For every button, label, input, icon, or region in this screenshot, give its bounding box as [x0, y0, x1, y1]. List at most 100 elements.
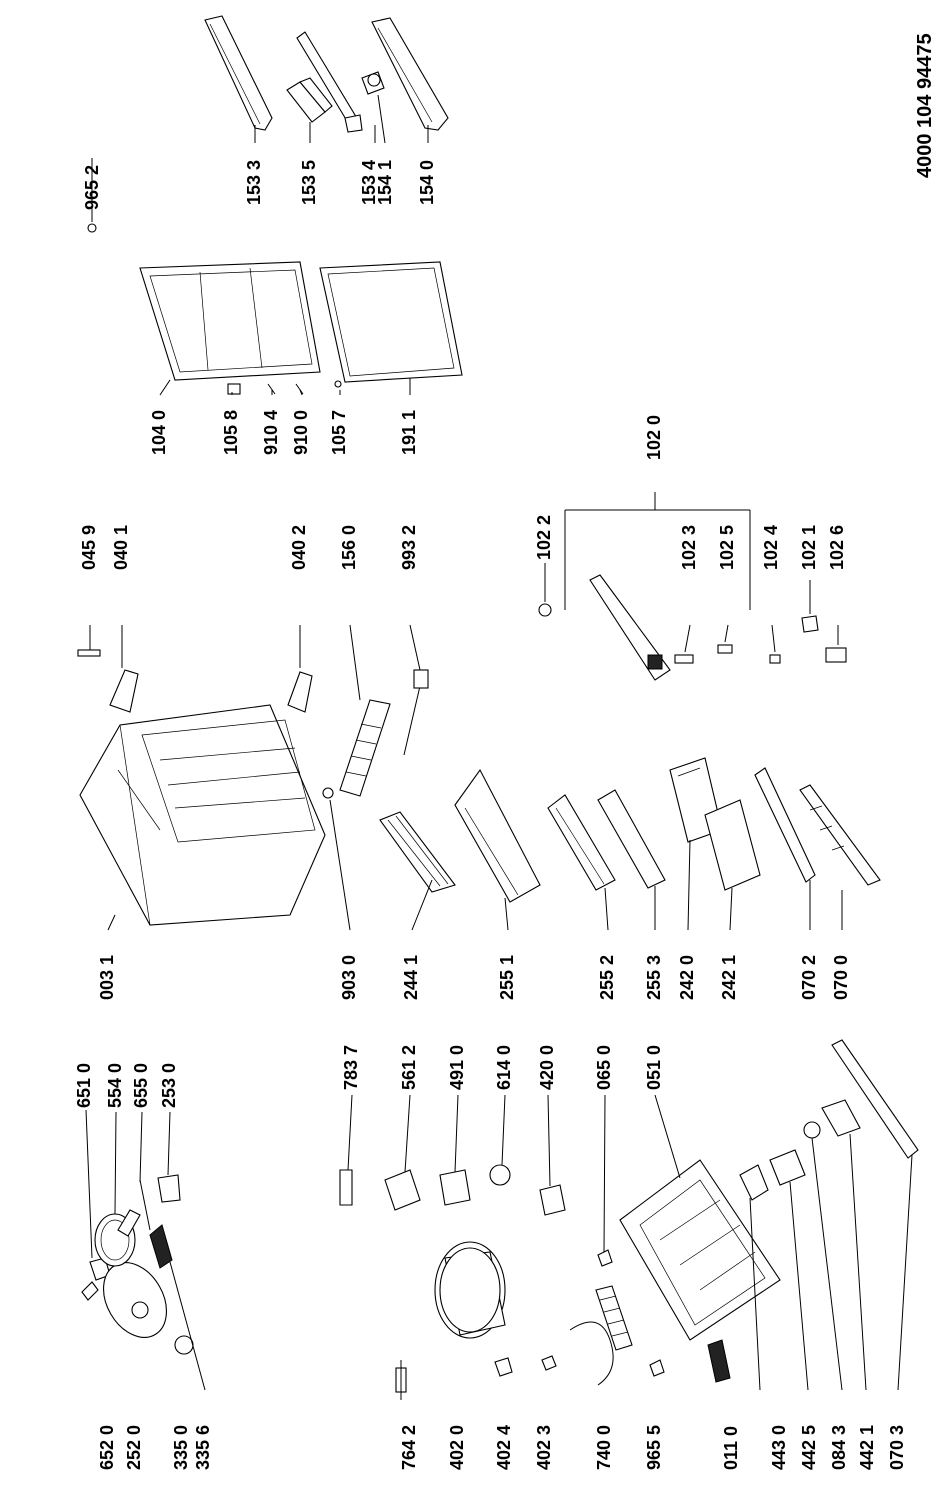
- label-154-1: 154 1: [375, 159, 395, 205]
- knob-1022: [538, 603, 552, 617]
- pin-0459: [77, 649, 101, 657]
- label-045-9: 045 9: [79, 524, 99, 570]
- label-242-0: 242 0: [677, 954, 697, 1000]
- cover-0702: [754, 767, 816, 883]
- label-252-0: 252 0: [124, 1424, 144, 1470]
- label-965-2: 965 2: [82, 164, 102, 210]
- part-1021: [801, 615, 819, 633]
- label-442-1: 442 1: [857, 1424, 877, 1470]
- label-402-3: 402 3: [534, 1424, 554, 1470]
- housing-bracket-1020: [564, 492, 751, 610]
- fan-blade-4430: [739, 1164, 769, 1201]
- spring-3356: [149, 1224, 173, 1269]
- grommet-4023: [541, 1355, 557, 1371]
- overload-4910: [439, 1169, 471, 1206]
- leader-lines: [85, 94, 913, 1391]
- part-1024: [769, 654, 781, 664]
- screw-9652: [87, 223, 97, 233]
- label-102-1: 102 1: [799, 524, 819, 570]
- part-1026: [825, 647, 847, 663]
- compressor-4020: [434, 1241, 506, 1339]
- ice-tray-1560: [339, 699, 391, 797]
- label-255-2: 255 2: [597, 954, 617, 1000]
- door-gasket-1911: [319, 261, 463, 383]
- label-065-0: 065 0: [594, 1044, 614, 1090]
- label-965-5: 965 5: [644, 1424, 664, 1470]
- label-153-3: 153 3: [244, 159, 264, 205]
- label-102-3: 102 3: [679, 524, 699, 570]
- label-040-1: 040 1: [111, 524, 131, 570]
- scraper-9932: [403, 669, 429, 756]
- door-bin-1540: [371, 17, 449, 131]
- hinge-0402: [287, 671, 313, 713]
- label-652-0: 652 0: [97, 1424, 117, 1470]
- door-panel-1040: [139, 261, 321, 381]
- label-420-0: 420 0: [537, 1044, 557, 1090]
- label-910-4: 910 4: [261, 409, 281, 455]
- fan-6550: [117, 1179, 151, 1237]
- label-655-0: 655 0: [131, 1062, 151, 1108]
- label-070-3: 070 3: [887, 1424, 907, 1470]
- label-910-0: 910 0: [291, 409, 311, 455]
- label-153-5: 153 5: [299, 159, 319, 205]
- label-402-0: 402 0: [447, 1424, 467, 1470]
- small-bin-1535: [286, 77, 333, 123]
- plug-3350: [174, 1335, 194, 1355]
- label-561-2: 561 2: [399, 1044, 419, 1090]
- hinge-0401: [109, 669, 139, 713]
- label-255-3: 255 3: [644, 954, 664, 1000]
- label-253-0: 253 0: [159, 1062, 179, 1108]
- label-442-5: 442 5: [799, 1424, 819, 1470]
- label-156-0: 156 0: [339, 524, 359, 570]
- door-bin-1533: [204, 15, 273, 131]
- washer-0843: [803, 1121, 821, 1139]
- label-105-7: 105 7: [329, 409, 349, 455]
- label-102-5: 102 5: [717, 524, 737, 570]
- screw-0110: [707, 1339, 731, 1383]
- label-104-0: 104 0: [149, 409, 169, 455]
- label-335-6: 335 6: [193, 1424, 213, 1470]
- bracket-4421: [821, 1099, 861, 1137]
- rail-0700: [799, 784, 881, 886]
- label-903-0: 903 0: [339, 954, 359, 1000]
- clip-0650: [597, 1249, 613, 1267]
- label-255-1: 255 1: [497, 954, 517, 1000]
- label-554-0: 554 0: [105, 1062, 125, 1108]
- label-491-0: 491 0: [447, 1044, 467, 1090]
- label-191-1: 191 1: [399, 409, 419, 455]
- crisper-2421: [704, 799, 761, 891]
- lamp-6520: [81, 1281, 99, 1301]
- label-783-7: 783 7: [341, 1044, 361, 1090]
- relay-5612: [384, 1169, 421, 1211]
- label-993-2: 993 2: [399, 524, 419, 570]
- thermostat-housing: [589, 574, 671, 681]
- shelf-2441: [379, 811, 456, 893]
- label-102-6: 102 6: [827, 524, 847, 570]
- drier-7837: [339, 1169, 353, 1206]
- label-614-0: 614 0: [494, 1044, 514, 1090]
- part-1023: [674, 654, 694, 664]
- capacitor-6140: [489, 1164, 511, 1186]
- cap-9030: [322, 787, 334, 799]
- label-070-0: 070 0: [831, 954, 851, 1000]
- fan-motor-4425: [769, 1149, 806, 1186]
- cover-2520: [103, 1262, 167, 1338]
- shelf-2551: [454, 768, 541, 903]
- label-051-0: 051 0: [644, 1044, 664, 1090]
- label-764-2: 764 2: [399, 1424, 419, 1470]
- label-651-0: 651 0: [74, 1062, 94, 1108]
- shelf-2553: [597, 789, 666, 889]
- capacitor-4200: [539, 1184, 566, 1216]
- label-154-0: 154 0: [417, 159, 437, 205]
- label-003-1: 003 1: [97, 954, 117, 1000]
- clip-1541: [361, 71, 385, 95]
- document-number: 4000 104 94475: [914, 33, 935, 178]
- label-105-8: 105 8: [221, 409, 241, 455]
- pipe-7642: [395, 1360, 407, 1400]
- label-011-0: 011 0: [721, 1425, 741, 1470]
- label-402-4: 402 4: [494, 1424, 514, 1470]
- base-0510: [619, 1159, 781, 1341]
- screw-9655: [649, 1359, 665, 1377]
